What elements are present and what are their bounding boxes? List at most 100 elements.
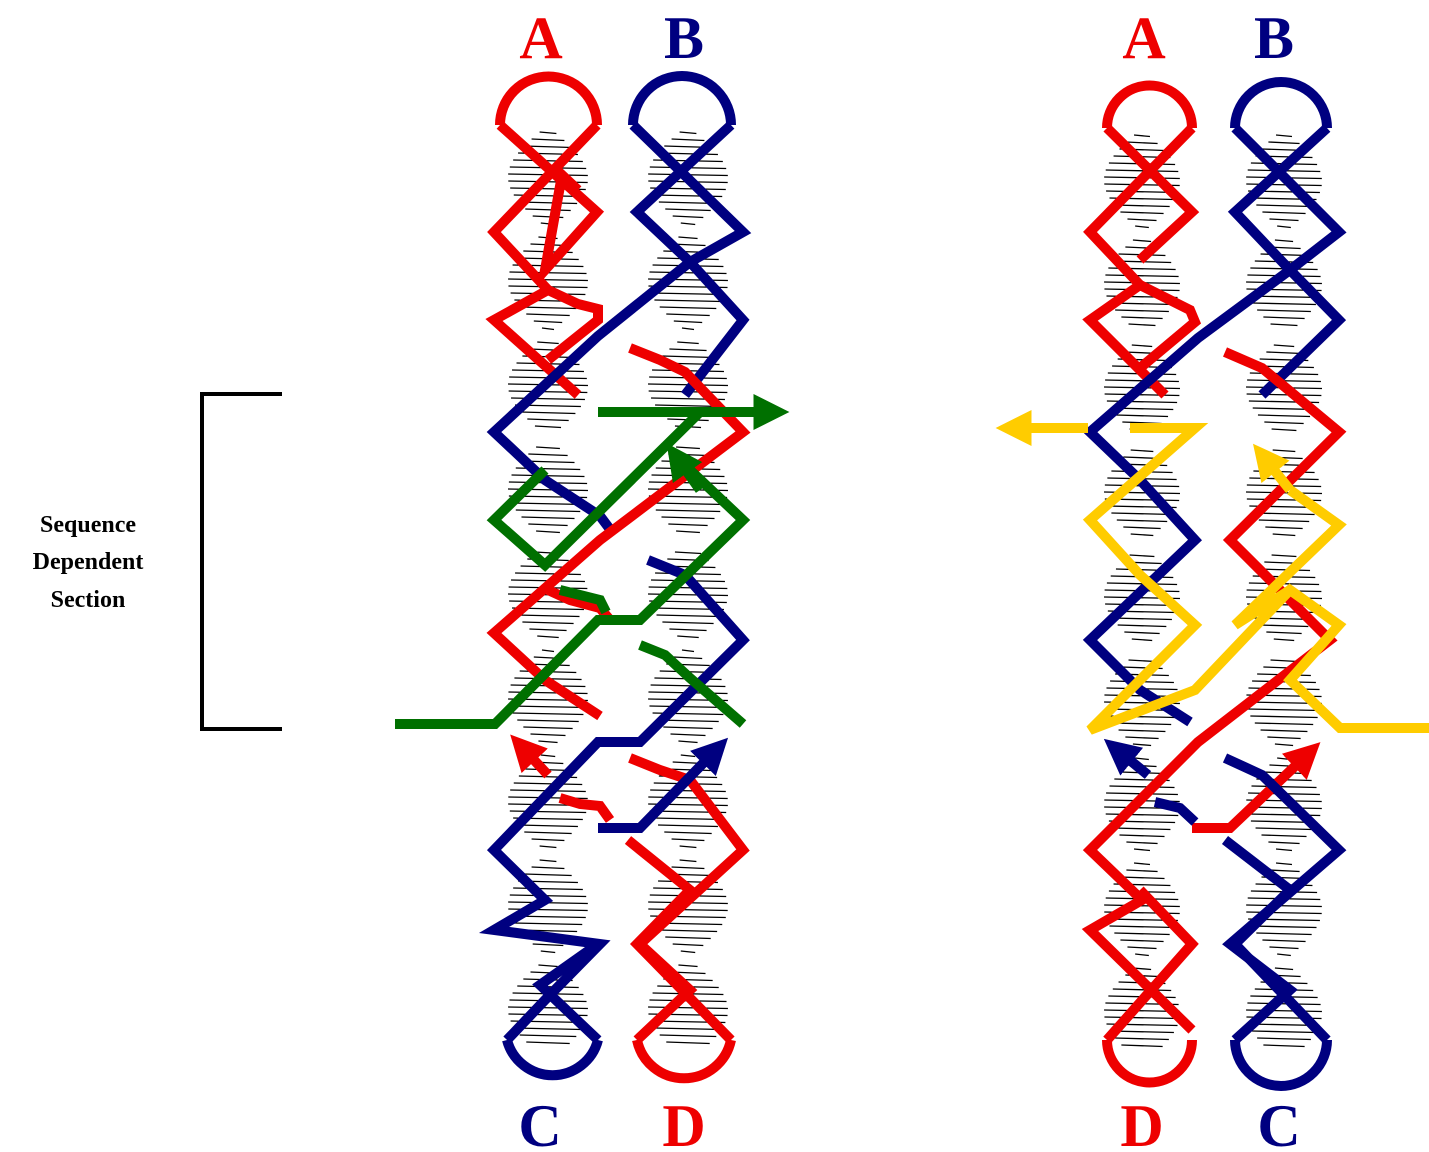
left-label-a: A	[519, 5, 562, 71]
left-strand-red-junction	[486, 343, 751, 721]
base-pair-rung	[1251, 785, 1317, 789]
left-label-c: C	[518, 1093, 561, 1152]
right-label-a: A	[1122, 5, 1165, 71]
right-strand-a-loop	[1102, 80, 1197, 129]
base-pair-rung	[1267, 736, 1301, 740]
base-pair-rung	[518, 824, 578, 828]
base-pair-rung	[1128, 659, 1156, 663]
right-yellow-arrow-up	[1253, 443, 1294, 494]
base-pair-rung	[1254, 722, 1314, 726]
right-navy-arrow	[1103, 738, 1152, 779]
base-pair-rung	[1246, 904, 1322, 908]
base-pair-rung	[648, 481, 728, 485]
base-pair-rung	[534, 425, 562, 429]
sequence-dependent-section-label: Sequence Dependent Section	[33, 512, 144, 613]
base-pair-rung	[1270, 323, 1298, 327]
base-pair-rung	[668, 523, 708, 527]
base-pair-rung	[1271, 554, 1297, 558]
left-strand-a-3	[544, 285, 603, 364]
base-pair-rung	[1126, 841, 1158, 845]
right-strand-b-loop	[1230, 77, 1332, 129]
base-pair-rung	[669, 628, 707, 632]
base-pair-rung	[515, 509, 581, 513]
base-pair-rung	[1261, 834, 1307, 838]
base-pair-rung	[1256, 932, 1312, 936]
base-pair-rung	[679, 131, 697, 135]
base-pair-rung	[520, 411, 576, 415]
base-pair-rung	[1129, 554, 1155, 558]
right-strand-navy-piece	[1153, 797, 1199, 826]
left-strand-d-loop	[632, 1038, 736, 1084]
base-pair-rung	[1109, 925, 1175, 929]
base-pair-rung	[508, 278, 588, 282]
base-pair-rung	[668, 453, 708, 457]
base-pair-rung	[664, 831, 712, 835]
base-pair-rung	[1125, 736, 1159, 740]
base-pair-rung	[528, 523, 568, 527]
base-pair-rung	[649, 271, 727, 275]
base-pair-rung	[1132, 239, 1152, 243]
base-pair-rung	[670, 733, 706, 737]
base-pair-rung	[1112, 617, 1172, 621]
base-pair-rung	[537, 341, 559, 345]
base-pair-rung	[672, 943, 704, 947]
base-pair-rung	[1120, 939, 1164, 943]
base-pair-rung	[1274, 239, 1294, 243]
section-bracket	[200, 392, 282, 731]
base-pair-rung	[648, 796, 728, 800]
base-pair-rung	[655, 509, 721, 513]
base-pair-rung	[511, 474, 585, 478]
section-label-line-2: Dependent	[33, 549, 144, 575]
base-pair-rung	[1272, 533, 1296, 537]
base-pair-rung	[1112, 988, 1172, 992]
base-pair-rung	[508, 1006, 588, 1010]
base-pair-rung	[658, 824, 718, 828]
base-pair-rung	[1259, 624, 1309, 628]
base-pair-rung	[659, 1034, 717, 1038]
base-pair-rung	[653, 817, 723, 821]
base-pair-rung	[1116, 519, 1168, 523]
base-pair-rung	[1246, 281, 1322, 285]
base-pair-rung	[654, 299, 722, 303]
base-pair-rung	[1275, 862, 1293, 866]
base-pair-rung	[658, 929, 718, 933]
base-pair-rung	[665, 936, 711, 940]
base-pair-rung	[1247, 1002, 1321, 1006]
base-pair-rung	[1255, 827, 1313, 831]
base-pair-rung	[541, 649, 555, 653]
base-pair-rung	[1131, 638, 1153, 642]
base-pair-rung	[1263, 1044, 1305, 1048]
base-pair-rung	[1133, 134, 1151, 138]
base-pair-rung	[1268, 141, 1300, 145]
base-pair-rung	[666, 1041, 710, 1045]
base-pair-rung	[678, 236, 698, 240]
right-strand-red-junction	[1081, 347, 1347, 1034]
left-strand-a-2	[496, 121, 605, 287]
base-pair-rung	[509, 810, 587, 814]
base-pair-rung	[1274, 967, 1294, 971]
base-pair-rung	[1260, 729, 1308, 733]
base-pair-rung	[665, 208, 711, 212]
base-pair-rung	[539, 845, 557, 849]
base-pair-rung	[1111, 512, 1173, 516]
base-pair-rung	[522, 621, 574, 625]
base-pair-rung	[1273, 344, 1295, 348]
base-pair-rung	[1130, 449, 1154, 453]
base-pair-rung	[680, 222, 696, 226]
base-pair-rung	[661, 516, 715, 520]
base-pair-rung	[1258, 519, 1310, 523]
base-pair-rung	[517, 719, 579, 723]
base-pair-rung	[525, 208, 571, 212]
base-pair-rung	[651, 502, 725, 506]
left-green-tail	[638, 640, 747, 728]
base-pair-rung	[666, 313, 710, 317]
base-pair-rung	[1114, 932, 1170, 936]
base-pair-rung	[1266, 631, 1302, 635]
base-pair-rung	[681, 649, 695, 653]
base-pair-rung	[538, 964, 558, 968]
base-pair-rung	[531, 866, 565, 870]
base-pair-rung	[526, 1041, 570, 1045]
base-pair-rung	[524, 873, 572, 877]
base-pair-rung	[540, 950, 556, 954]
base-pair-rung	[1274, 743, 1294, 747]
